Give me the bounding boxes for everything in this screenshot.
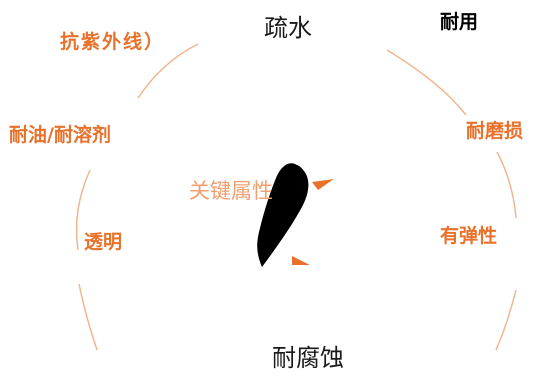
central-shape (257, 163, 309, 267)
orange-pointer-top (312, 179, 334, 190)
arc-top-left (137, 43, 199, 99)
node-top-right-label: 耐用 (440, 11, 479, 33)
arc-bottom-left (78, 283, 98, 351)
arc-left-middle (75, 169, 91, 251)
arc-bottom-right (495, 289, 517, 351)
node-left-upper-label: 耐油/耐溶剂 (9, 124, 111, 146)
node-left-lower-label: 透明 (84, 231, 123, 253)
orange-pointer-bottom (292, 256, 310, 265)
node-top-left-label: 抗紫外线） (60, 31, 166, 53)
node-top-label: 疏水 (264, 14, 312, 42)
node-right-upper-label: 耐磨损 (466, 120, 524, 142)
node-bottom-label: 耐腐蚀 (272, 344, 344, 372)
arc-top-right (386, 49, 467, 116)
center-label: 关键属性 (189, 179, 273, 203)
arc-right-middle (496, 151, 517, 219)
node-right-lower-label: 有弹性 (440, 225, 498, 247)
